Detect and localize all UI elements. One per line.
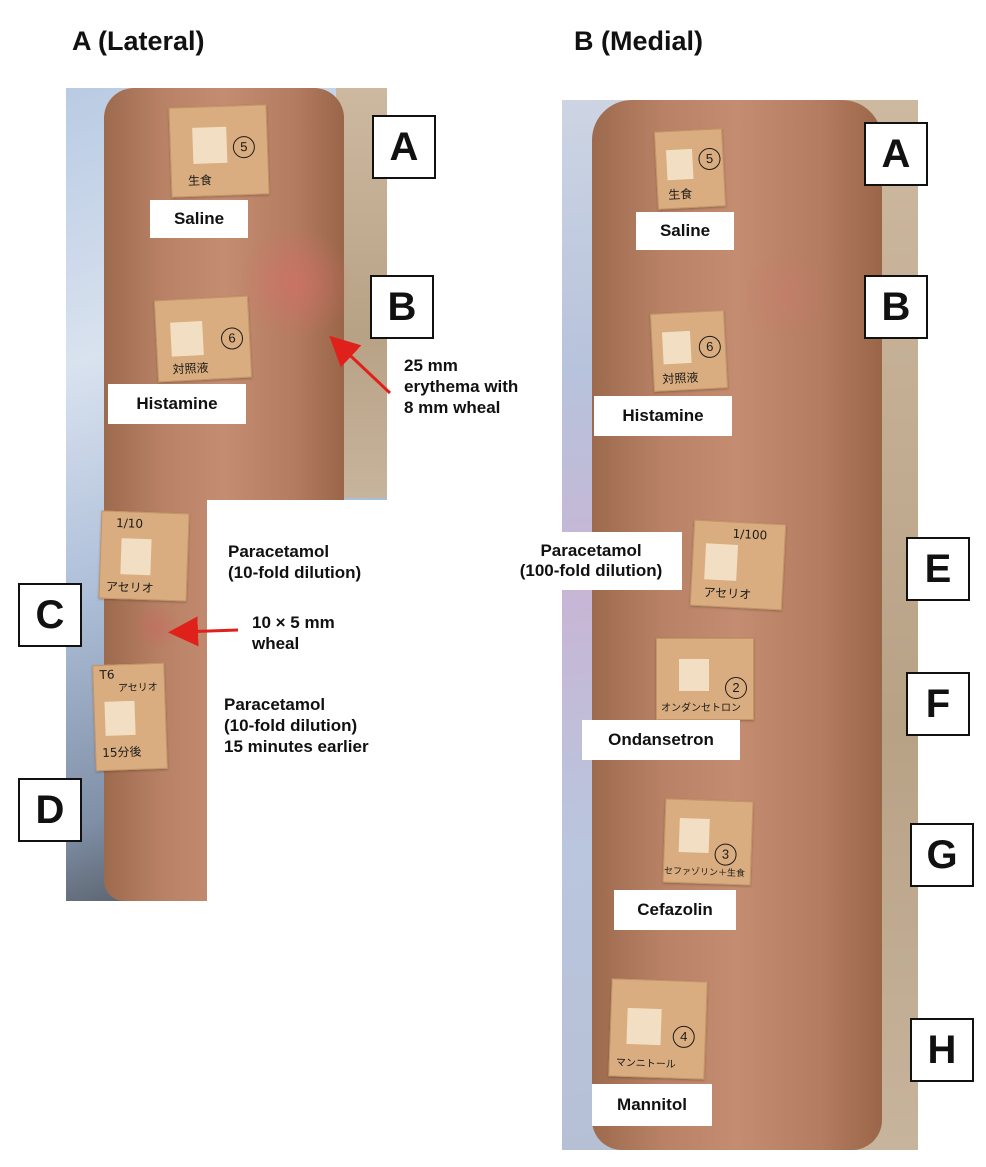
wheal-annotation: 10 × 5 mm wheal — [252, 612, 335, 654]
annotation-line: (10-fold dilution) — [224, 716, 358, 735]
site-box-b-medial: B — [864, 275, 928, 339]
patch-pad — [679, 659, 709, 691]
panel-b-title: B (Medial) — [574, 26, 704, 56]
patch-note: オンダンセトロン — [661, 703, 741, 714]
annotation-line: 8 mm wheal — [404, 398, 501, 417]
patch-number: 2 — [725, 677, 747, 699]
annotation-line: Paracetamol — [224, 695, 326, 714]
label-cefazolin-b: Cefazolin — [614, 890, 736, 930]
annotation-line: wheal — [252, 634, 300, 653]
label-line: Paracetamol — [540, 541, 642, 560]
label-saline-b: Saline — [636, 212, 734, 250]
wheal-arrow — [168, 616, 239, 647]
panel-a-white-area — [207, 500, 397, 910]
paracetamol-a-2-annotation: Paracetamol (10-fold dilution) 15 minute… — [224, 694, 369, 757]
site-box-a: A — [372, 115, 436, 179]
site-box-g: G — [910, 823, 974, 887]
patch-ondansetron-b: 2 オンダンセトロン — [656, 638, 754, 720]
label-histamine-a: Histamine — [108, 384, 246, 424]
label-saline-a: Saline — [150, 200, 248, 238]
label-paracetamol-b: Paracetamol (100-fold dilution) — [500, 532, 682, 590]
annotation-line: Paracetamol — [228, 542, 330, 561]
faint-spot — [742, 250, 832, 340]
label-histamine-b: Histamine — [594, 396, 732, 436]
erythema-arrow — [329, 335, 392, 395]
label-ondansetron-b: Ondansetron — [582, 720, 740, 760]
label-mannitol-b: Mannitol — [592, 1084, 712, 1126]
annotation-line: erythema with — [404, 377, 519, 396]
annotation-line: 10 × 5 mm — [252, 613, 335, 632]
site-box-f: F — [906, 672, 970, 736]
site-box-b: B — [370, 275, 434, 339]
paracetamol-a-1-annotation: Paracetamol (10-fold dilution) — [228, 541, 361, 583]
forearm-skin — [592, 100, 882, 1150]
panel-a-title: A (Lateral) — [72, 26, 205, 56]
site-box-d: D — [18, 778, 82, 842]
label-line: (100-fold dilution) — [519, 561, 663, 580]
site-box-e: E — [906, 537, 970, 601]
erythema-spot — [236, 228, 356, 338]
erythema-annotation: 25 mm erythema with 8 mm wheal — [404, 355, 518, 418]
annotation-line: 25 mm — [404, 356, 458, 375]
site-box-c: C — [18, 583, 82, 647]
site-box-a-medial: A — [864, 122, 928, 186]
site-box-h: H — [910, 1018, 974, 1082]
annotation-line: 15 minutes earlier — [224, 737, 369, 756]
annotation-line: (10-fold dilution) — [228, 563, 362, 582]
